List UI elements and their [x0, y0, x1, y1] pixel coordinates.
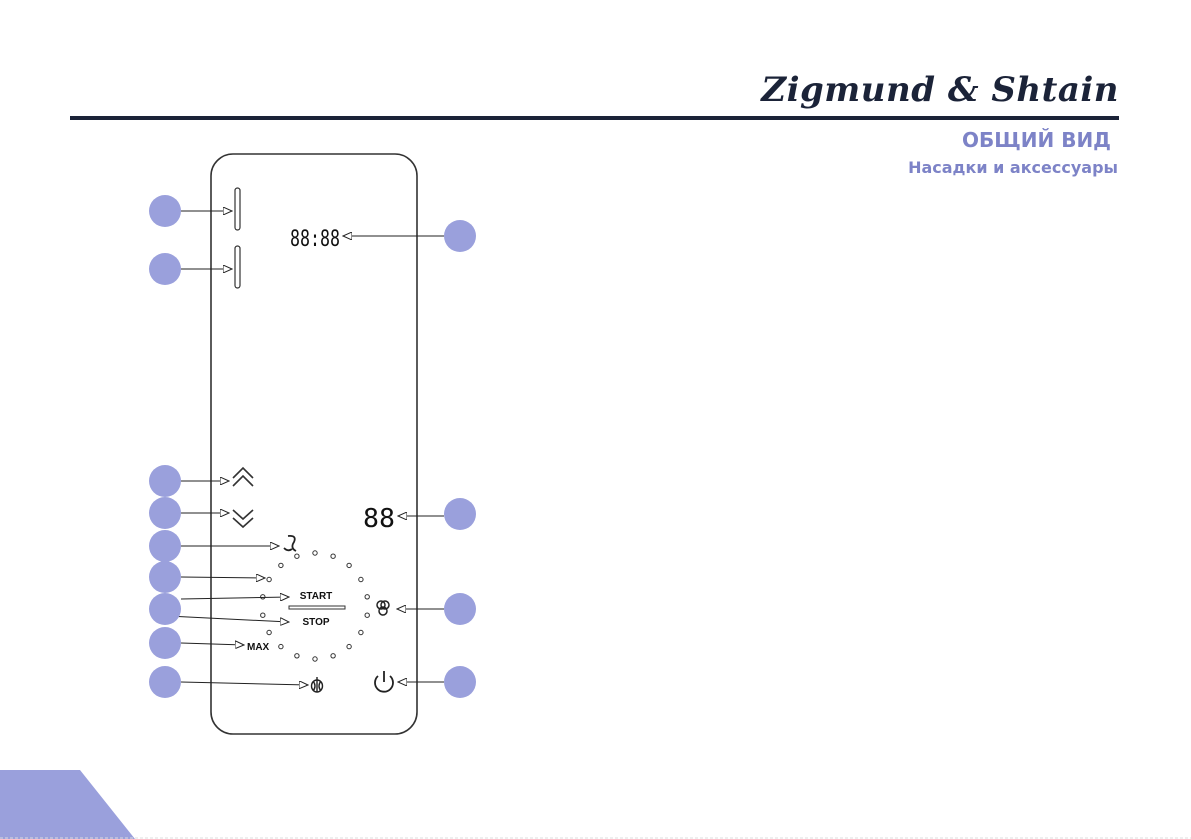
- level-display: 88: [363, 504, 395, 534]
- callout-marker-13: [444, 666, 476, 698]
- footer-tab: [0, 770, 135, 839]
- callout-marker-3: [149, 465, 181, 497]
- max-button-label[interactable]: MAX: [247, 642, 270, 653]
- start-button-label[interactable]: START: [300, 591, 333, 602]
- timer-display: 88:88: [290, 227, 340, 252]
- callout-marker-7: [149, 593, 181, 625]
- callout-marker-8: [149, 627, 181, 659]
- callout-marker-11: [444, 498, 476, 530]
- callout-marker-5: [149, 530, 181, 562]
- callout-marker-2: [149, 253, 181, 285]
- callout-marker-6: [149, 561, 181, 593]
- callout-marker-10: [444, 220, 476, 252]
- callout-marker-9: [149, 666, 181, 698]
- callout-marker-4: [149, 497, 181, 529]
- callout-marker-12: [444, 593, 476, 625]
- stop-button-label[interactable]: STOP: [302, 617, 329, 628]
- callout-marker-1: [149, 195, 181, 227]
